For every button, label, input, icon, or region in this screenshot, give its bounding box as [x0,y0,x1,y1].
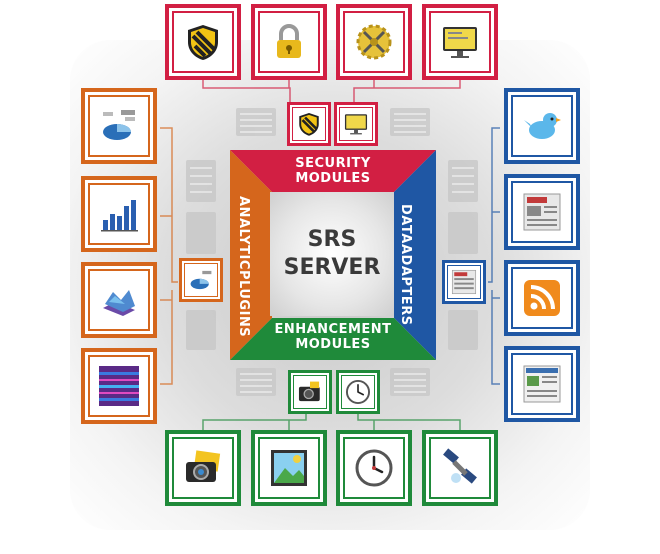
analytic-plugins-band [230,150,272,360]
clock-icon [355,449,393,487]
server-frame [230,150,436,360]
enhancement-tile-camera[interactable] [165,430,241,506]
analytic-tile-heatmap[interactable] [81,348,157,424]
image-frame-icon [271,450,307,486]
inner-enhancement-clock-tile [336,370,380,414]
enhancement-tile-satellite[interactable] [422,430,498,506]
heatmap-icon [99,366,139,406]
inner-security-shield-tile [287,102,331,146]
satellite-icon [443,448,477,484]
enhancement-label-line1: ENHANCEMENT [274,322,392,337]
newspaper-icon [523,193,561,231]
security-tile-monitor[interactable] [422,4,498,80]
data-tile-newspaper[interactable] [504,174,580,250]
analytic-tile-pie-chart[interactable] [81,88,157,164]
analytic-tile-3d-chart[interactable] [81,262,157,338]
padlock-icon [277,24,301,58]
inner-analytic-pie-tile [179,258,223,302]
analytic-plugins-label: ANALYTIC PLUGINS [236,196,251,337]
data-tile-twitter[interactable] [504,88,580,164]
enhancement-modules-label: ENHANCEMENT MODULES [272,322,394,352]
srs-server-core: SRS SERVER [270,192,394,316]
security-tile-gear-tools[interactable] [336,4,412,80]
analytic-tile-bar-chart[interactable] [81,176,157,252]
gear-tools-icon [356,24,392,60]
data-adapters-band [394,150,436,360]
shield-icon [299,112,319,136]
data-label-line1: DATA [398,204,413,244]
security-modules-band [230,150,436,192]
inner-data-newspaper-tile [442,260,486,304]
clock-icon [345,379,371,405]
newspaper-icon [451,269,477,295]
enhancement-tile-image-frame[interactable] [251,430,327,506]
rss-icon [524,280,560,316]
bar-chart-icon [101,200,138,232]
data-tile-rss[interactable] [504,260,580,336]
monitor-icon [344,114,368,135]
monitor-icon [443,27,477,58]
data-adapters-label: DATA ADAPTERS [398,204,413,325]
data-tile-news-web[interactable] [504,346,580,422]
enhancement-label-line2: MODULES [295,337,371,352]
inner-enhancement-camera-tile [288,370,332,414]
pie-chart-icon [103,110,135,140]
enhancement-tile-clock[interactable] [336,430,412,506]
security-modules-label: SECURITY MODULES [272,156,394,186]
inner-security-monitor-tile [334,102,378,146]
security-label-line1: SECURITY [295,156,371,171]
analytic-label-line2: PLUGINS [236,269,251,338]
analytic-label-line1: ANALYTIC [236,196,251,270]
security-label-line2: MODULES [295,171,371,186]
enhancement-modules-band [230,318,436,360]
3d-chart-icon [103,290,135,316]
camera-icon [186,450,221,482]
server-title-line1: SRS [307,227,357,252]
security-tile-padlock[interactable] [251,4,327,80]
news-web-icon [523,365,561,403]
twitter-bird-icon [524,113,561,139]
security-tile-shield[interactable] [165,4,241,80]
pie-chart-icon [190,270,212,290]
data-label-line2: ADAPTERS [398,243,413,326]
shield-icon [188,25,218,60]
server-title-line2: SERVER [283,255,381,280]
camera-icon [298,381,320,402]
